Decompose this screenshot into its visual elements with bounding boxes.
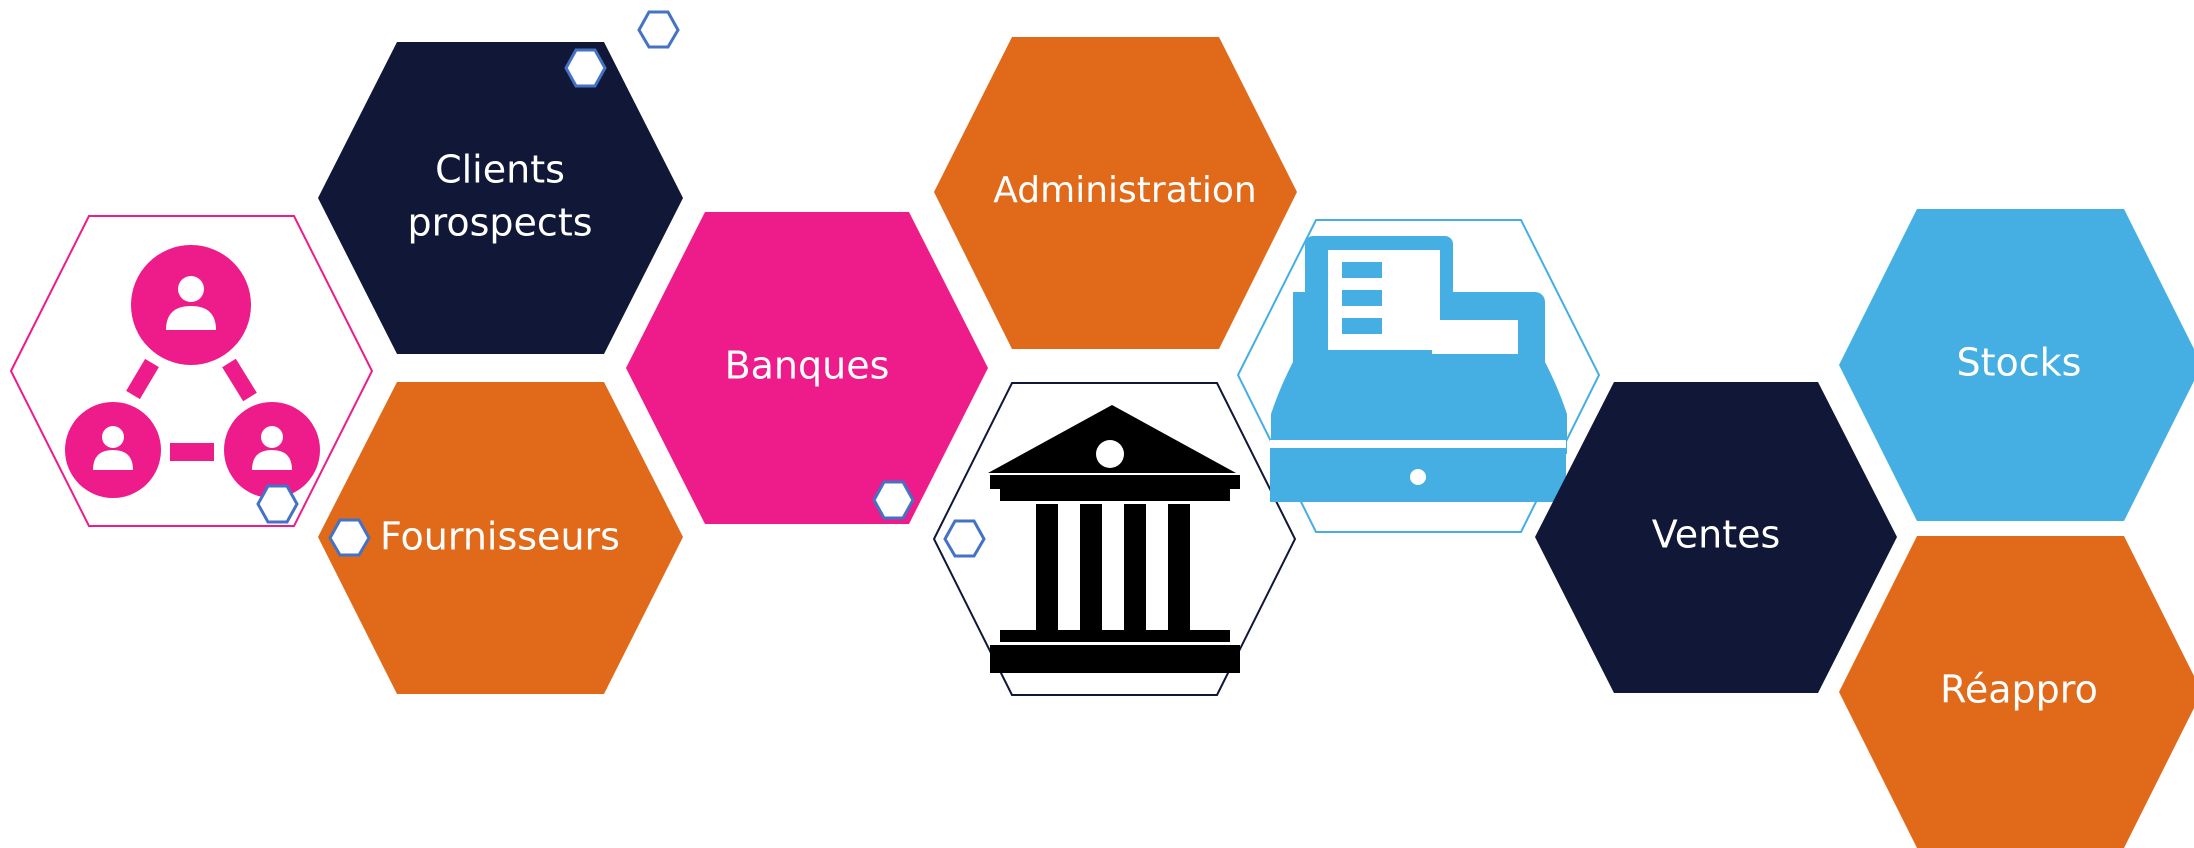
stocks-label: Stocks <box>1957 341 2082 385</box>
clients-label-line2: prospects <box>407 201 592 245</box>
deco-hex-5 <box>872 480 915 520</box>
fournisseurs-label: Fournisseurs <box>380 515 620 559</box>
hex-stocks[interactable]: Stocks <box>1839 209 2194 521</box>
ventes-label: Ventes <box>1652 513 1781 557</box>
hex-administration[interactable]: Administration <box>934 37 1297 349</box>
decorative-small-hexagons <box>256 10 986 558</box>
hex-reappro[interactable]: Réappro <box>1839 536 2194 848</box>
hex-fournisseurs[interactable]: Fournisseurs <box>318 382 683 694</box>
deco-hex-4 <box>328 518 371 557</box>
hex-banques[interactable]: Banques <box>626 212 988 524</box>
hex-clients-prospects[interactable]: Clients prospects <box>318 42 683 354</box>
deco-hex-3 <box>256 484 299 524</box>
hex-ventes[interactable]: Ventes <box>1535 382 1897 693</box>
hex-register <box>1236 219 1601 533</box>
reappro-label: Réappro <box>1940 668 2098 712</box>
hex-contacts <box>9 215 374 527</box>
contacts-network-icon <box>65 245 320 498</box>
bank-building-icon <box>988 405 1240 673</box>
clients-label-line1: Clients <box>435 148 565 192</box>
banques-label: Banques <box>725 344 890 388</box>
administration-label: Administration <box>993 170 1256 211</box>
deco-hex-6 <box>943 519 986 558</box>
deco-hex-2 <box>564 48 607 88</box>
deco-hex-1 <box>637 10 680 49</box>
hex-bank <box>932 382 1297 696</box>
cash-register-icon <box>1270 236 1567 502</box>
